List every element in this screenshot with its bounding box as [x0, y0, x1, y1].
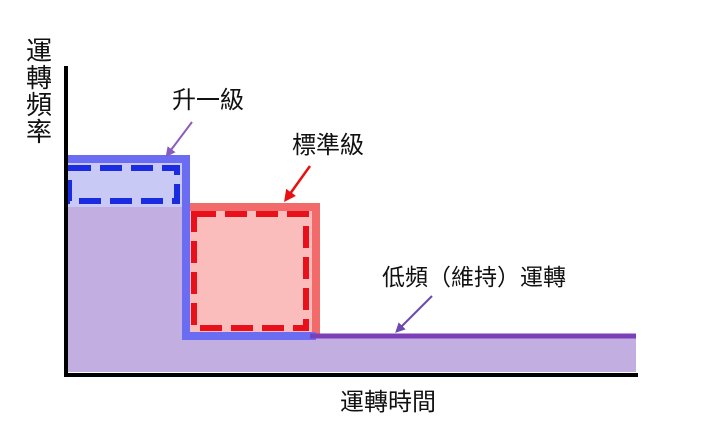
standard-level-outline [186, 203, 320, 337]
x-axis-label: 運轉時間 [340, 388, 436, 416]
y-axis-label: 運轉頻率 [26, 37, 52, 148]
standard-dashed-outline [191, 211, 309, 331]
low-frequency-arrow [395, 295, 433, 333]
upgrade-arrow [165, 121, 193, 158]
y-axis-label-text: 運轉頻率 [26, 37, 52, 148]
standard-level-block [186, 207, 316, 337]
low-frequency-label: 低頻（維持）運轉 [382, 265, 566, 291]
baseline-area [66, 207, 636, 372]
standard-label: 標準級 [292, 131, 364, 159]
upgrade-level-outline [66, 155, 316, 340]
upgrade-dashed-outline [66, 165, 180, 204]
standard-arrow [284, 165, 312, 203]
upgrade-label: 升一級 [172, 86, 244, 114]
